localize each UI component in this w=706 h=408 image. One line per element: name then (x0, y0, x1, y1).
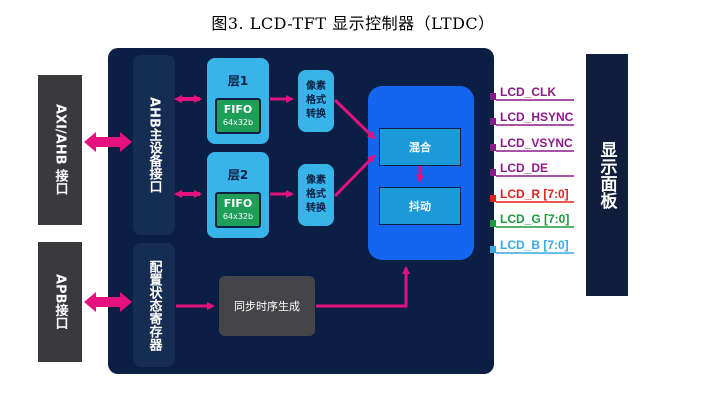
apb-interface-block: APB接口 (38, 242, 82, 362)
pixel-format-converter-1: 像素 格式 转换 (298, 70, 334, 132)
layer-1-fifo-label: FIFO (223, 103, 253, 116)
sync-timing-generator-block: 同步时序生成 (219, 276, 315, 336)
layer-1-fifo: FIFO 64x32b (215, 98, 261, 134)
signal-lcd-g: LCD_G [7:0] (500, 212, 570, 226)
conv-2-line-2: 格式 (306, 189, 326, 200)
layer-2-fifo-size: 64x32b (222, 212, 254, 221)
signal-lcd-de: LCD_DE (500, 161, 549, 175)
ahb-master-interface-block: AHB主设备接口 (133, 55, 175, 235)
config-registers-block: 配置状态寄存器 (133, 243, 175, 367)
signal-lcd-hsync: LCD_HSYNC (500, 110, 574, 124)
layer-1-fifo-size: 64x32b (222, 118, 254, 127)
display-panel-label: 显示面板 (596, 141, 617, 209)
apb-bus-arrow (84, 292, 132, 312)
signal-lcd-clk: LCD_CLK (500, 85, 556, 99)
layer-1-label: 层1 (227, 74, 249, 88)
figure-title: 图3. LCD-TFT 显示控制器（LTDC） (211, 14, 495, 33)
layer-2-fifo: FIFO 64x32b (215, 192, 261, 228)
signal-lines (490, 93, 574, 254)
conv-1-line-3: 转换 (306, 109, 326, 120)
sync-blend-arrow (316, 266, 410, 308)
display-panel-block: 显示面板 (586, 54, 628, 296)
conv-2-line-3: 转换 (306, 203, 326, 214)
pixel-format-converter-2: 像素 格式 转换 (298, 164, 334, 226)
conv-1-line-1: 像素 (306, 81, 326, 92)
axi-bus-arrow (84, 132, 132, 152)
dither-block: 抖动 (379, 187, 461, 225)
config-registers-label: 配置状态寄存器 (146, 259, 162, 351)
layer-2-fifo-label: FIFO (223, 197, 253, 210)
layer-2-label: 层2 (227, 168, 249, 182)
conv1-blend-arrow (333, 98, 376, 140)
signal-lcd-b: LCD_B [7:0] (500, 238, 569, 252)
ahb-master-label: AHB主设备接口 (146, 97, 162, 193)
layer-2-block: 层2 FIFO 64x32b (207, 152, 269, 238)
conv-1-line-2: 格式 (306, 95, 326, 106)
signal-lcd-vsync: LCD_VSYNC (500, 136, 573, 150)
layer-1-block: 层1 FIFO 64x32b (207, 58, 269, 144)
conv-2-line-1: 像素 (306, 175, 326, 186)
conv2-blend-arrow (333, 154, 376, 198)
blend-block: 混合 (379, 128, 461, 166)
signal-lcd-r: LCD_R [7:0] (500, 187, 569, 201)
axi-ahb-interface-block: AXI/AHB 接口 (38, 75, 82, 225)
